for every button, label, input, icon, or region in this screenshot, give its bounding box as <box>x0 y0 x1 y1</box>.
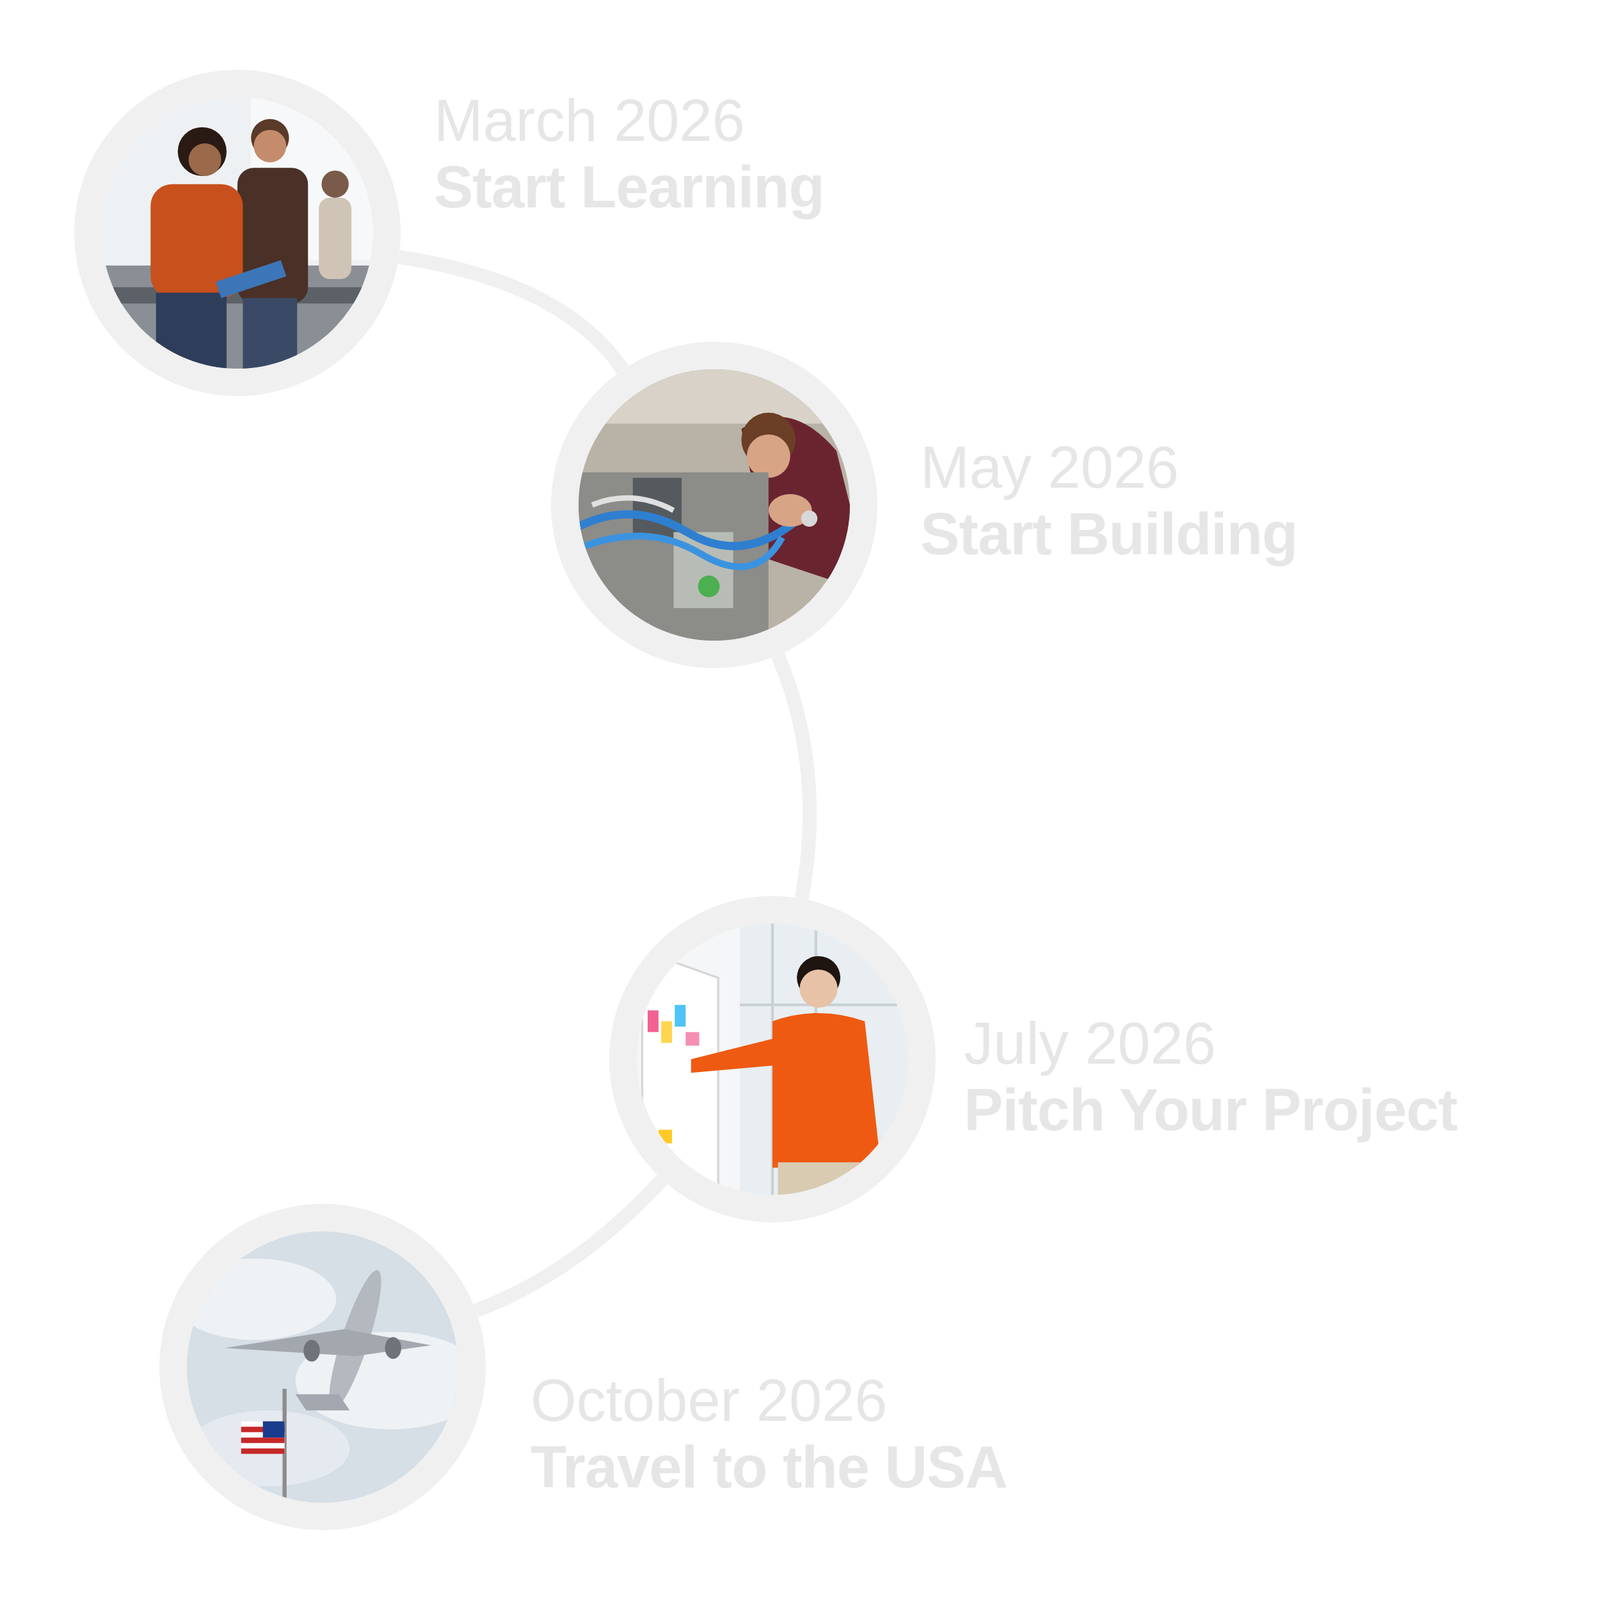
timeline-circle: October 2026Travel to the USA <box>159 1203 486 1531</box>
milestone-date: October 2026 <box>530 1367 1008 1434</box>
timeline-connector <box>777 655 810 899</box>
milestone-date: July 2026 <box>963 1009 1458 1077</box>
photo <box>186 1231 459 1503</box>
timeline-circle: May 2026Start Building <box>551 341 878 669</box>
timeline-connector <box>398 257 623 370</box>
milestone-text: May 2026Start Building <box>920 433 1298 568</box>
timeline-connector <box>475 1179 662 1311</box>
milestone-title: Pitch Your Project <box>963 1076 1458 1144</box>
photo <box>578 369 850 641</box>
milestone-title: Start Building <box>920 500 1298 568</box>
milestone-date: May 2026 <box>920 433 1298 501</box>
milestone-text: October 2026Travel to the USA <box>530 1367 1008 1501</box>
milestone-date: March 2026 <box>433 87 825 154</box>
milestone-text: March 2026Start Learning <box>433 87 825 221</box>
milestone-text: July 2026Pitch Your Project <box>963 1009 1458 1144</box>
timeline-circle: July 2026Pitch Your Project <box>609 896 936 1223</box>
milestone-title: Travel to the USA <box>530 1433 1008 1501</box>
timeline-circle: March 2026Start Learning <box>74 69 401 397</box>
photo <box>101 97 374 369</box>
photo <box>636 923 909 1195</box>
milestone-title: Start Learning <box>433 153 825 221</box>
